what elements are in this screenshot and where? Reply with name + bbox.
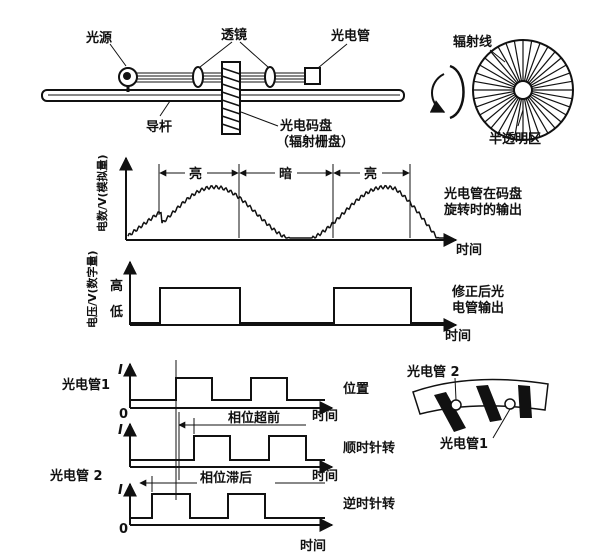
digital-caption-1: 修正后光: [451, 284, 504, 300]
radial-line: [523, 98, 533, 140]
radial-line: [505, 98, 521, 138]
time-label-2: 时间: [312, 468, 338, 484]
radial-line: [529, 95, 562, 123]
radial-line: [528, 51, 556, 84]
pc1-position-wave: [130, 377, 325, 401]
digital-axes: [123, 260, 458, 332]
radial-line: [490, 51, 518, 84]
radial-line: [479, 64, 516, 87]
radial-line: [525, 98, 541, 138]
radial-line: [531, 90, 573, 100]
light-source: [118, 67, 138, 92]
i-label-3: I: [118, 483, 123, 498]
zero-label-3: 0: [119, 522, 128, 537]
cw-label: 顺时针转: [343, 440, 395, 456]
time-label-3: 时间: [300, 538, 326, 554]
time-label-1: 时间: [312, 408, 338, 424]
zero-label-1: 0: [119, 407, 128, 422]
radial-line: [475, 92, 515, 108]
lens-left: [192, 66, 204, 88]
radial-line: [497, 97, 520, 134]
analog-ylabel: 电数/V(模拟量): [95, 154, 109, 232]
encoder-segment-detail: [412, 377, 549, 439]
radial-line: [529, 57, 562, 85]
analog-xlabel: 时间: [456, 242, 482, 258]
digital-ylabel: 电压/V(数字量): [85, 250, 99, 328]
radial-line: [484, 57, 517, 85]
i-label-1: I: [118, 363, 123, 378]
pc1-label: 光电管1: [61, 377, 110, 393]
radial-line: [490, 96, 518, 129]
phase-lag-label: 相位滞后: [200, 470, 252, 486]
i-label-2: I: [118, 423, 123, 438]
radial-disk: [472, 39, 574, 141]
radial-line: [513, 40, 523, 82]
lens-label: 透镜: [221, 27, 247, 43]
radial-line: [531, 92, 571, 108]
radial-line: [497, 46, 520, 83]
ccw-label: 逆时针转: [343, 496, 395, 512]
radial-line: [531, 80, 573, 90]
code-disk-label-2: （辐射栅盘）: [276, 134, 354, 150]
radial-line: [505, 42, 521, 82]
radial-line: [531, 72, 571, 88]
phase-lead-label: 相位超前: [228, 410, 280, 426]
analog-axes: [119, 156, 458, 247]
radial-line: [530, 64, 567, 87]
analog-caption-2: 旋转时的输出: [443, 202, 522, 218]
low-label: 低: [109, 304, 123, 320]
bright-label-1: 亮: [189, 166, 202, 182]
radial-line: [473, 80, 515, 90]
radial-line: [513, 98, 523, 140]
detail-pc1-label: 光电管1: [439, 436, 488, 452]
dark-label: 暗: [279, 166, 292, 182]
radial-line: [526, 97, 549, 134]
radial-line: [475, 72, 515, 88]
ccw-wave: [130, 493, 325, 519]
radial-line: [526, 46, 549, 83]
high-label: 高: [110, 278, 123, 294]
code-disk: [221, 61, 241, 135]
bright-label-2: 亮: [364, 166, 377, 182]
photocell-label: 光电管: [330, 28, 370, 44]
rotation-arrow-icon: [429, 64, 465, 120]
radial-line: [473, 90, 515, 100]
semi-transparent-label: 半透明区: [489, 131, 541, 147]
position-label: 位置: [343, 381, 369, 397]
detail-pc2-label: 光电管 2: [406, 364, 460, 380]
radial-line: [484, 95, 517, 123]
light-source-label: 光源: [85, 30, 112, 46]
pc2-label: 光电管 2: [49, 468, 103, 484]
digital-caption-2: 电管输出: [452, 300, 504, 316]
radial-line: [479, 93, 516, 116]
digital-xlabel: 时间: [445, 328, 471, 344]
code-disk-label-1: 光电码盘: [279, 118, 332, 134]
light-beam: [136, 72, 305, 83]
analog-wave: [127, 184, 450, 239]
radial-line: [525, 42, 541, 82]
analog-caption-1: 光电管在码盘: [443, 186, 522, 202]
radial-line: [530, 93, 567, 116]
digital-wave: [130, 287, 450, 324]
cw-wave: [130, 435, 325, 461]
lens-right: [264, 66, 276, 88]
radial-lines-label: 辐射线: [453, 34, 492, 50]
guide-rod-label: 导杆: [146, 119, 172, 135]
radial-line: [528, 96, 556, 129]
radial-line: [523, 40, 533, 82]
photocell: [304, 67, 321, 85]
